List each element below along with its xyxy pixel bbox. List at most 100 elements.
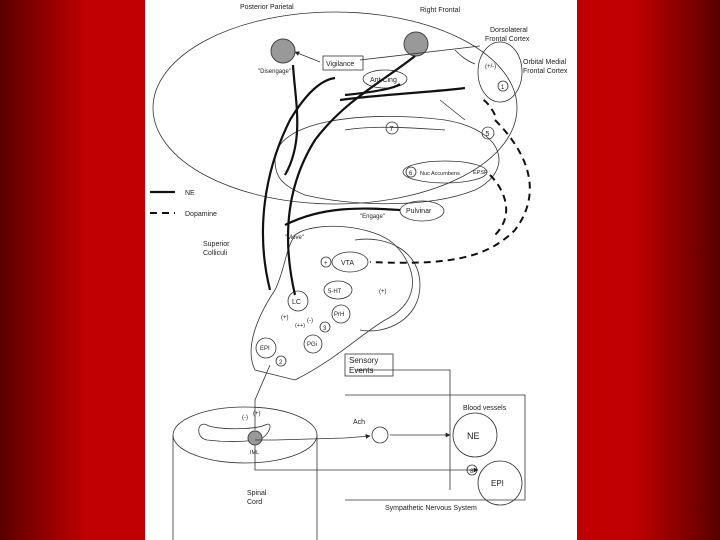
ne-target-label: NE <box>467 431 480 441</box>
marker-7-circle <box>385 121 399 135</box>
marker-8: 8 <box>470 469 474 475</box>
sns-box <box>345 394 526 501</box>
vigilance-frontal-line <box>359 45 481 61</box>
epi-target-circle <box>477 460 523 506</box>
sensory-events-box <box>344 353 394 377</box>
iml-to-ach-line <box>255 433 371 441</box>
superior-colliculi-label-1: Superior <box>203 241 230 248</box>
marker-2: 2 <box>279 360 283 366</box>
marker-6: 6 <box>409 171 413 177</box>
5ht-ellipse <box>323 280 353 300</box>
marker-2-circle <box>275 355 287 367</box>
ne-path-pulvinar <box>284 207 401 226</box>
vigilance-label: Vigilance <box>326 61 354 68</box>
move-label: "Move" <box>285 235 304 241</box>
marker-5-circle <box>481 126 495 140</box>
marker-5: 5 <box>486 131 490 138</box>
vigilance-box <box>322 55 364 71</box>
pulvinar-ellipse <box>399 200 445 222</box>
lc-circle <box>287 290 309 312</box>
nuc-accumbens-ellipse <box>402 160 488 184</box>
blood-vessels-label: Blood vessels <box>463 405 507 412</box>
marker-3: 3 <box>323 326 327 332</box>
posterior-parietal-label: Posterior Parietal <box>240 4 294 11</box>
marker-pos-neg: (+/-) <box>485 64 496 70</box>
brainstem-outline <box>250 225 413 381</box>
ne-target-circle <box>452 412 498 458</box>
ne-path-right-frontal <box>286 55 416 296</box>
5ht-label: 5-HT <box>328 289 342 295</box>
marker-3-circle <box>319 321 331 333</box>
marker-neg-2: (-) <box>242 415 248 421</box>
marker-pos-2: (+) <box>281 315 289 321</box>
marker-pos-3: (+) <box>253 411 261 417</box>
pulvinar-label: Pulvinar <box>406 208 432 215</box>
subcortical-link <box>344 126 446 131</box>
epi-target-label: EPI <box>491 479 504 488</box>
ant-cing-label: Ant Cing <box>370 77 397 84</box>
ne-path-parietal <box>284 64 299 176</box>
spinal-cord-label-2: Cord <box>247 499 262 506</box>
ant-cing-ellipse <box>362 69 408 89</box>
right-frontal-label: Right Frontal <box>420 7 461 14</box>
posterior-parietal-node <box>270 38 296 64</box>
engage-label: "Engage" <box>360 214 385 220</box>
pgi-label: PGi <box>307 342 317 348</box>
spinal-to-brainstem-line <box>254 364 271 430</box>
dlpfc-label-line-2: Frontal Cortex <box>485 36 530 43</box>
disengage-label: "Disengage" <box>258 69 291 75</box>
iml-node <box>247 430 263 446</box>
cortex-outline <box>152 11 518 205</box>
dopamine-path-vta-frontal <box>369 119 531 264</box>
ne-path-ant-cing <box>344 83 401 97</box>
sns-label: Sympathetic Nervous System <box>385 505 477 512</box>
dopamine-path-orbital <box>479 97 496 116</box>
ne-path-frontal <box>339 86 466 102</box>
marker-4-circle <box>320 256 332 268</box>
dorsolateral-frontal-outline <box>477 41 523 103</box>
sensory-events-label-1: Sensory <box>349 356 378 365</box>
dlpfc-label-line-1: Dorsolateral <box>490 27 528 34</box>
vigilance-arrow <box>294 51 321 63</box>
subcortical-outline <box>274 116 500 205</box>
dlpfc-link <box>454 49 476 65</box>
dopamine-path-accumbens <box>489 174 508 236</box>
midbrain-outline <box>354 238 421 332</box>
epi-brain-circle <box>255 337 277 359</box>
prh-label: PrH <box>334 312 344 318</box>
ofc-label-line-1: Orbital Medial <box>523 59 567 66</box>
vta-ellipse <box>331 251 369 273</box>
sensory-events-label-2: Events <box>349 366 373 375</box>
superior-colliculi-label-2: Colliculi <box>203 250 228 257</box>
marker-pos-pos-brain: (++) <box>295 323 305 329</box>
ne-path-lc-cortex <box>261 76 336 291</box>
marker-neg-1: (-) <box>307 318 313 324</box>
legend-dopamine-label: Dopamine <box>185 211 217 218</box>
marker-1: 1 <box>501 85 505 91</box>
marker-pos: (+) <box>379 289 387 295</box>
marker-1-circle <box>497 80 509 92</box>
legend-ne-label: NE <box>185 190 195 197</box>
vta-label: VTA <box>341 260 354 267</box>
ofc-label-line-2: Frontal Cortex <box>523 68 568 75</box>
ach-circle <box>371 426 389 444</box>
orbital-link <box>439 99 466 121</box>
spinal-cord-sides <box>172 435 318 540</box>
pgi-circle <box>303 334 323 354</box>
sns-link-line <box>355 369 451 490</box>
nuc-accumbens-label: Nuc Accumbens <box>420 171 460 177</box>
neurotransmitter-diagram: Posterior Parietal Right Frontal Dorsola… <box>150 4 568 540</box>
epi-brain-label: EPI <box>260 346 270 352</box>
epsp-label: EPSP <box>473 170 488 176</box>
marker-8-circle <box>466 464 478 476</box>
marker-6-circle <box>405 166 417 178</box>
prh-circle <box>331 304 351 324</box>
right-frontal-node <box>403 31 429 57</box>
iml-label: IML <box>250 450 259 456</box>
spinal-cord-label-1: Spinal <box>247 490 267 497</box>
lc-label: LC <box>292 299 301 306</box>
marker-plus: + <box>324 261 328 267</box>
diagram-panel: Posterior Parietal Right Frontal Dorsola… <box>145 0 577 540</box>
ach-label: Ach <box>353 419 365 426</box>
